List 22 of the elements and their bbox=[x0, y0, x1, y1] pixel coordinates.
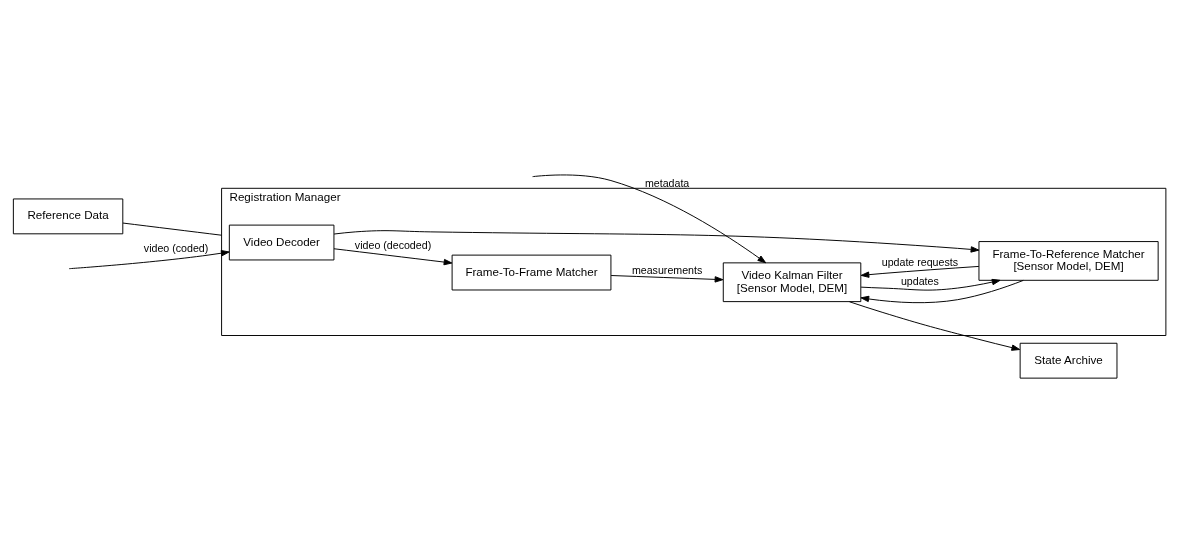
node-box: Frame-To-Frame Matcher bbox=[451, 254, 612, 290]
node-box: Video Decoder bbox=[228, 224, 335, 260]
node-box: Video Kalman Filter [Sensor Model, DEM] bbox=[722, 261, 862, 302]
edge-label: update requests bbox=[881, 255, 959, 268]
edge-label: video (coded) bbox=[143, 241, 209, 254]
edge-label: metadata bbox=[644, 176, 690, 189]
arrow bbox=[848, 300, 1021, 351]
node-box: State Archive bbox=[1019, 342, 1118, 379]
node-box: Frame-To-Reference Matcher [Sensor Model, DEM] bbox=[978, 240, 1159, 281]
arrow bbox=[610, 274, 724, 283]
arrow bbox=[860, 265, 980, 278]
arrow bbox=[532, 173, 767, 263]
connector bbox=[122, 222, 223, 236]
edge-label: updates bbox=[900, 274, 939, 287]
edge-label: video (decoded) bbox=[354, 238, 432, 251]
node-box: Reference Data bbox=[12, 197, 124, 234]
arrow bbox=[860, 279, 1024, 303]
arrow bbox=[333, 247, 453, 265]
arrow bbox=[68, 249, 230, 269]
arrow bbox=[860, 278, 1001, 291]
arrow bbox=[333, 229, 980, 253]
edge-label: measurements bbox=[631, 263, 703, 276]
